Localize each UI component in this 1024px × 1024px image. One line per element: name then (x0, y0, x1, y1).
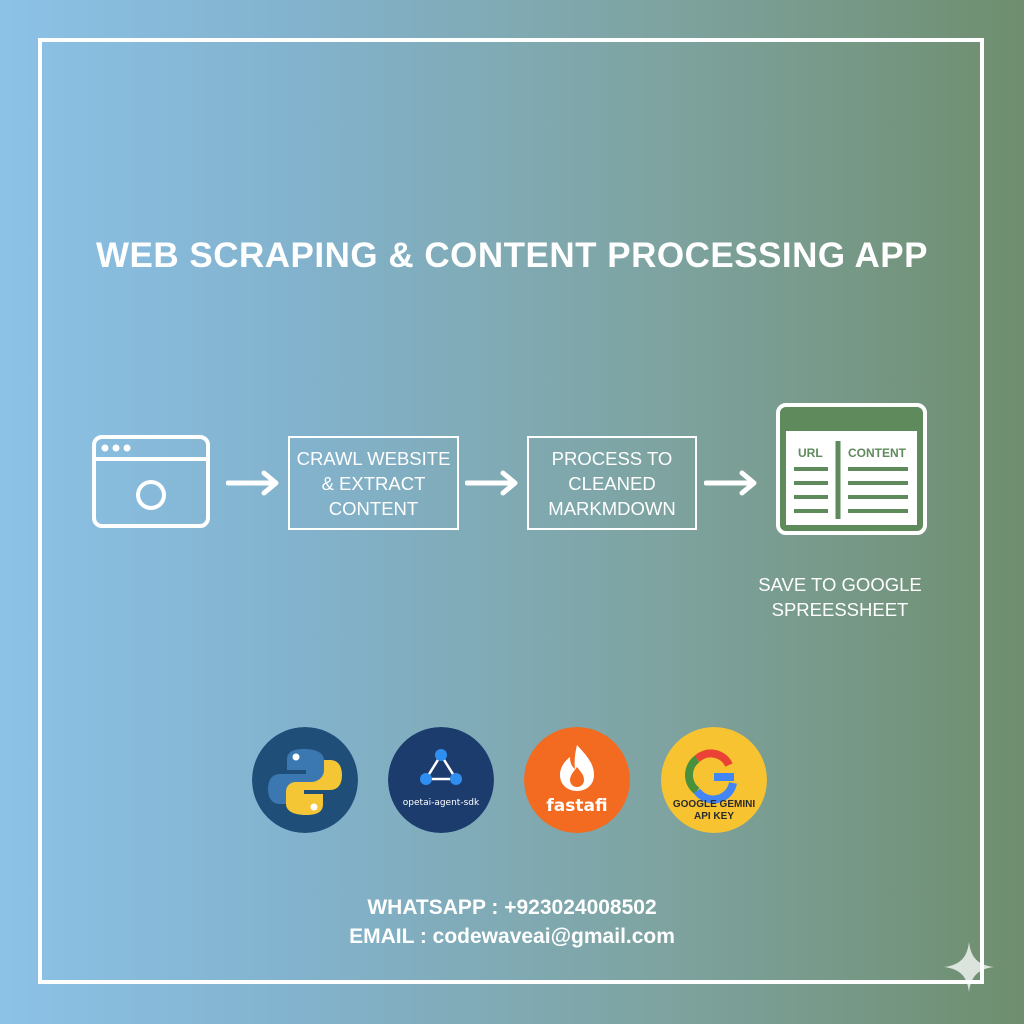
sheet-col-url: URL (798, 446, 823, 460)
python-logo-icon (252, 727, 358, 833)
arrow-right-icon (226, 470, 279, 496)
arrow-right-icon (704, 470, 757, 496)
step-process-label: PROCESS TO CLEANED MARKMDOWN (548, 447, 676, 519)
fastapi-label: fastafi (546, 796, 607, 816)
step-save-label: SAVE TO GOOGLE SPREESSHEET (758, 574, 922, 620)
step-crawl-box: CRAWL WEBSITE & EXTRACT CONTENT (288, 436, 459, 530)
contact-email: EMAIL : codewaveai@gmail.com (349, 925, 675, 948)
gemini-label-line1: GOOGLE GEMINI (673, 799, 755, 810)
google-g-logo-icon: GOOGLE GEMINI API KEY (661, 727, 767, 833)
flame-logo-icon: fastafi (524, 727, 630, 833)
gemini-label-line2: API KEY (694, 811, 734, 822)
contact-whatsapp: WHATSAPP : +923024008502 (367, 896, 657, 919)
outer-frame (38, 38, 984, 984)
sheet-col-content: CONTENT (848, 446, 907, 460)
step-crawl-label: CRAWL WEBSITE & EXTRACT CONTENT (296, 447, 451, 519)
step-process-box: PROCESS TO CLEANED MARKMDOWN (527, 436, 697, 530)
arrow-right-icon (465, 470, 518, 496)
sparkle-icon (944, 942, 994, 992)
page-title: WEB SCRAPING & CONTENT PROCESSING APP (96, 236, 928, 275)
agent-sdk-logo-icon: opetai-agent-sdk (388, 727, 494, 833)
browser-window-icon (92, 435, 210, 528)
agent-sdk-label: opetai-agent-sdk (403, 798, 480, 808)
spreadsheet-icon: URL CONTENT (776, 403, 927, 535)
